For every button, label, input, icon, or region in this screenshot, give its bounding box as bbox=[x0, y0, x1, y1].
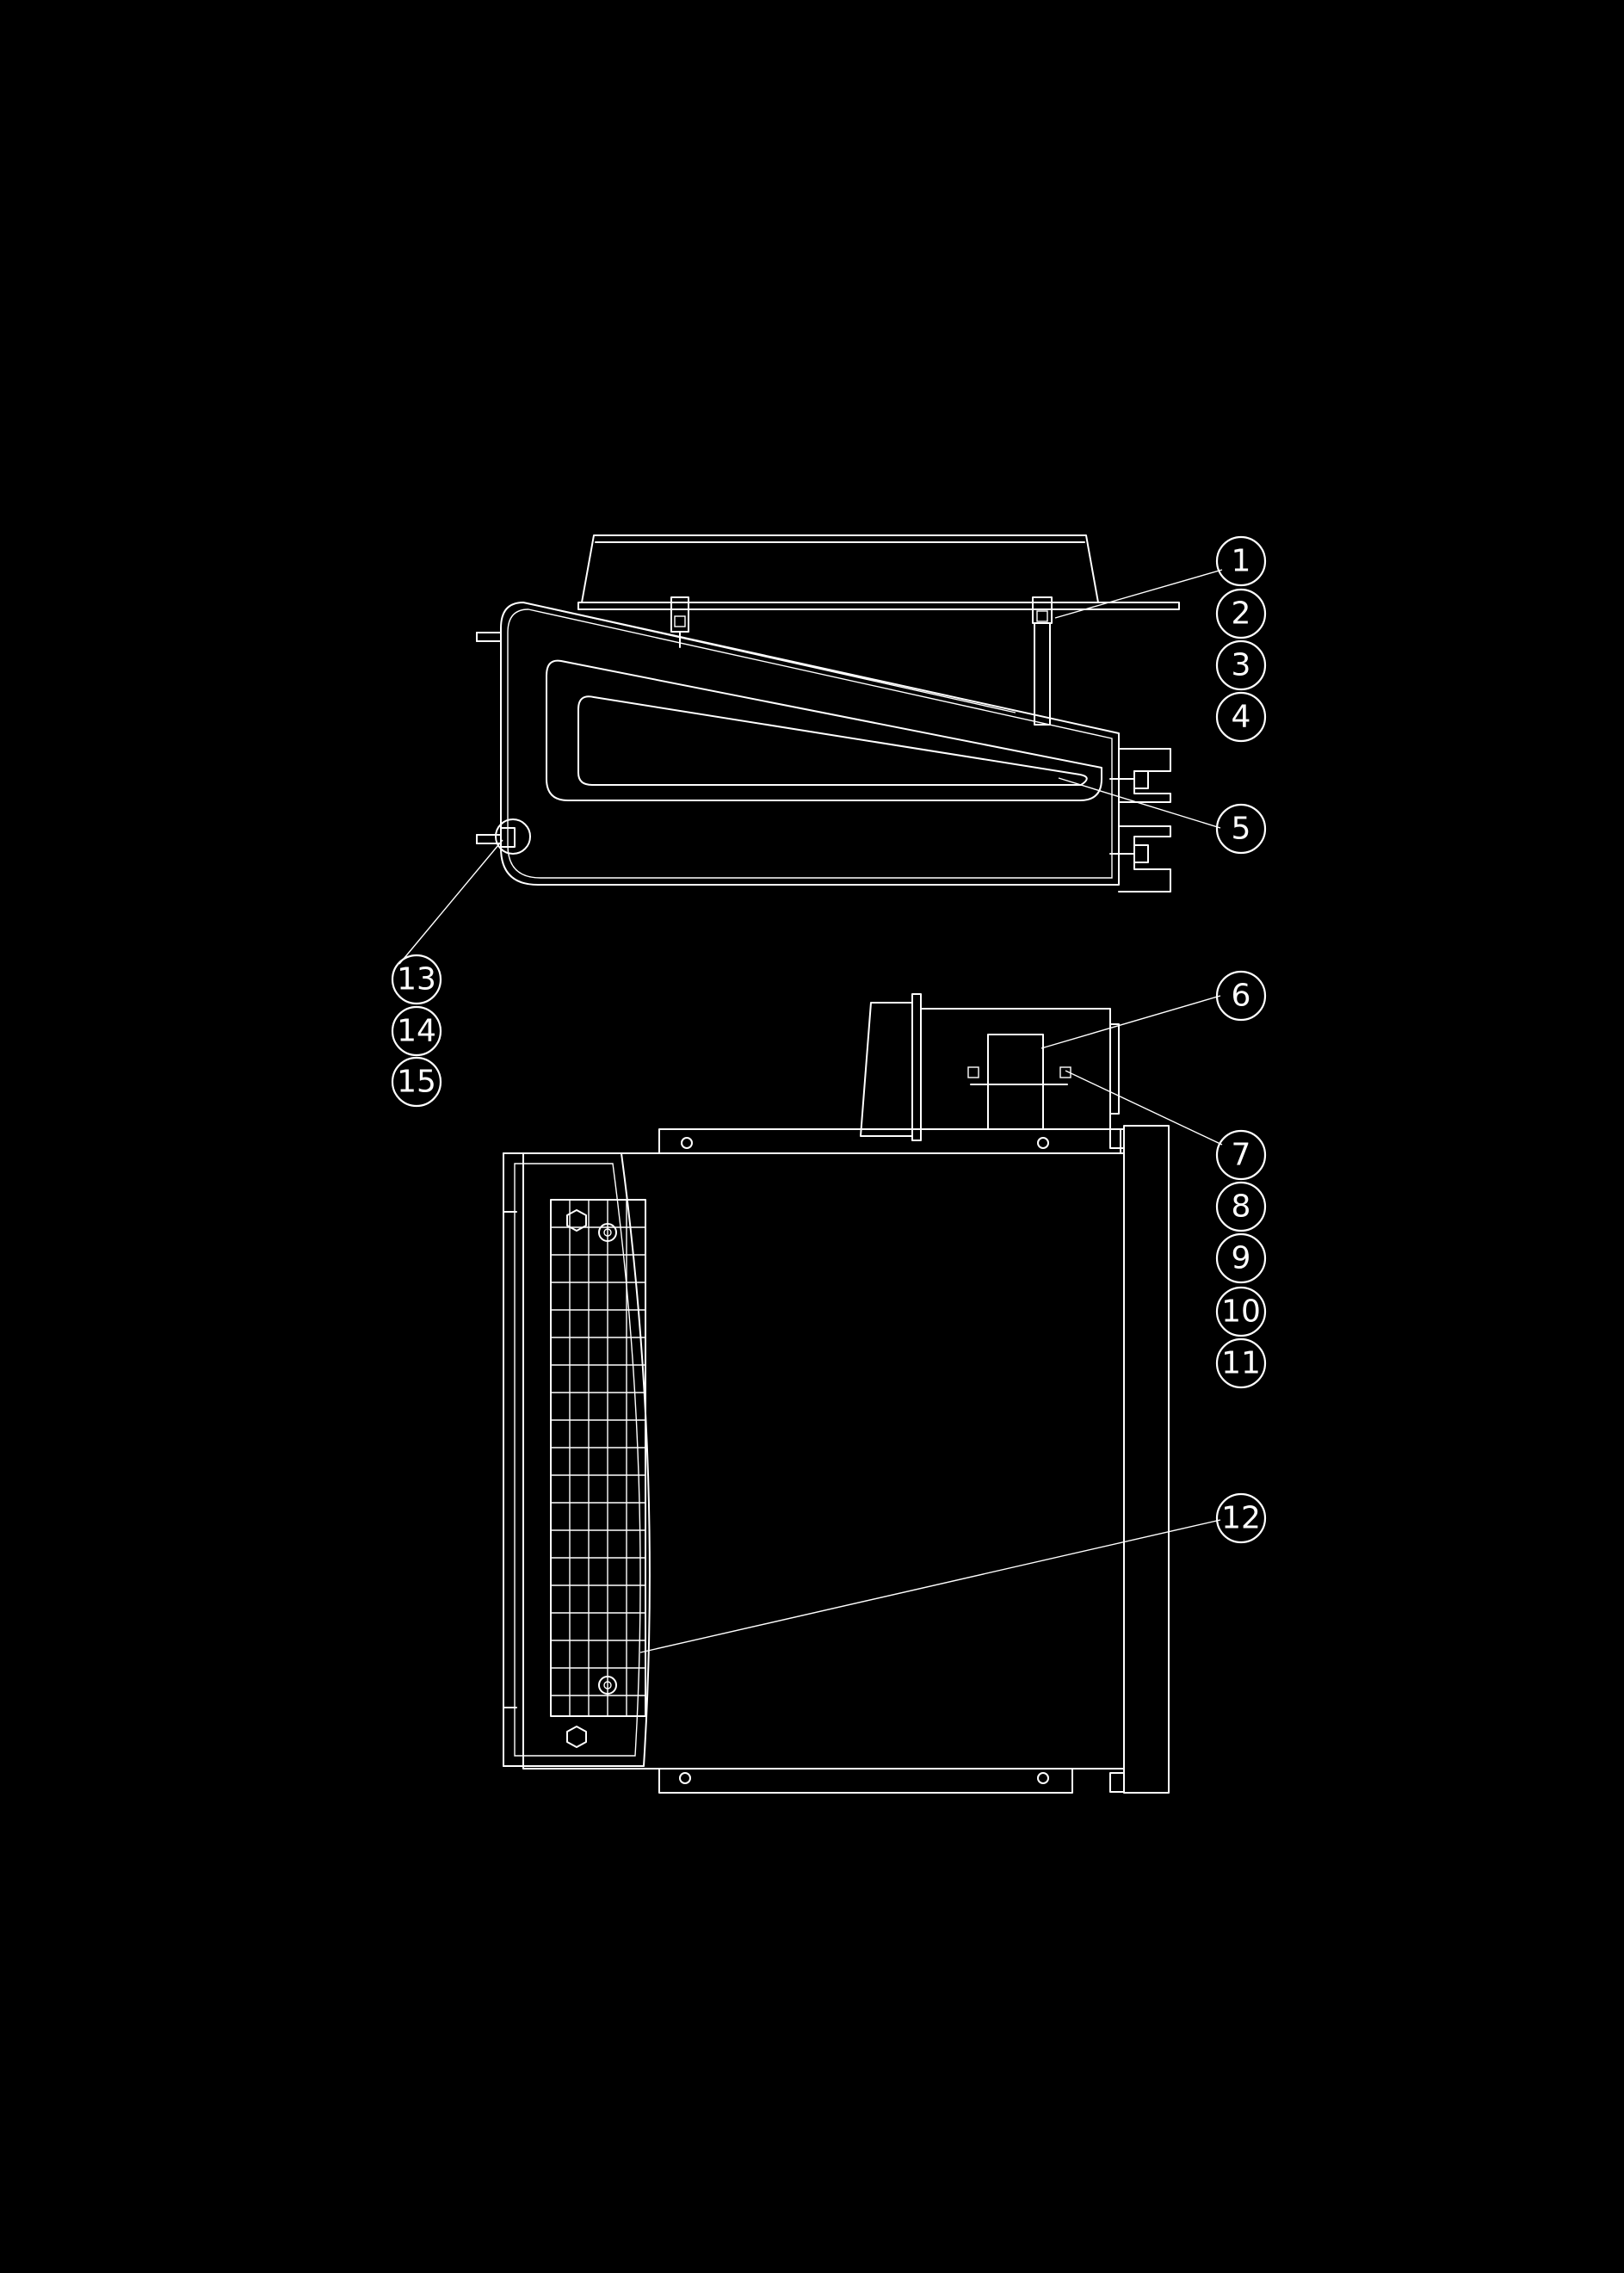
fan-unit bbox=[860, 993, 1120, 1141]
callout-15: 15 bbox=[391, 1056, 442, 1108]
top-view bbox=[476, 534, 1180, 893]
callout-label: 3 bbox=[1232, 648, 1251, 683]
callout-label: 8 bbox=[1232, 1189, 1251, 1225]
callout-label: 6 bbox=[1232, 979, 1251, 1014]
callout-9: 9 bbox=[1215, 1232, 1267, 1284]
bottom-view bbox=[503, 993, 1170, 1794]
top-cover bbox=[577, 534, 1180, 610]
callout-label: 7 bbox=[1232, 1138, 1251, 1173]
callout-label: 2 bbox=[1232, 596, 1251, 632]
callout-12: 12 bbox=[1215, 1492, 1267, 1544]
callout-7: 7 bbox=[1215, 1129, 1267, 1181]
right-hinge-top bbox=[1109, 748, 1171, 803]
callout-label: 13 bbox=[397, 962, 436, 998]
callout-10: 10 bbox=[1215, 1286, 1267, 1337]
callout-label: 11 bbox=[1221, 1346, 1261, 1381]
callout-6: 6 bbox=[1215, 970, 1267, 1022]
callout-label: 14 bbox=[397, 1014, 436, 1049]
lid-clamp-right bbox=[1032, 596, 1053, 726]
right-hinge-bottom bbox=[1109, 825, 1171, 893]
callout-label: 4 bbox=[1232, 700, 1251, 735]
callout-5: 5 bbox=[1215, 803, 1267, 855]
callout-label: 12 bbox=[1221, 1501, 1261, 1536]
top-rail bbox=[658, 1128, 1121, 1154]
callout-label: 9 bbox=[1232, 1241, 1251, 1276]
leader-lines bbox=[398, 569, 1223, 1653]
callout-14: 14 bbox=[391, 1005, 442, 1057]
cabinet-frame bbox=[522, 1125, 1170, 1794]
callout-2: 2 bbox=[1215, 588, 1267, 639]
callout-1: 1 bbox=[1215, 535, 1267, 587]
front-door bbox=[503, 1152, 651, 1767]
callout-label: 10 bbox=[1221, 1294, 1261, 1330]
callout-4: 4 bbox=[1215, 691, 1267, 743]
bottom-left-bolt bbox=[495, 818, 531, 855]
callout-11: 11 bbox=[1215, 1337, 1267, 1389]
callout-label: 1 bbox=[1232, 544, 1251, 579]
callout-label: 5 bbox=[1232, 812, 1251, 847]
lid-clamp-left bbox=[670, 596, 689, 648]
callout-13: 13 bbox=[391, 954, 442, 1005]
callout-8: 8 bbox=[1215, 1181, 1267, 1232]
main-body bbox=[476, 602, 1120, 886]
callout-label: 15 bbox=[397, 1065, 436, 1100]
callout-3: 3 bbox=[1215, 639, 1267, 691]
